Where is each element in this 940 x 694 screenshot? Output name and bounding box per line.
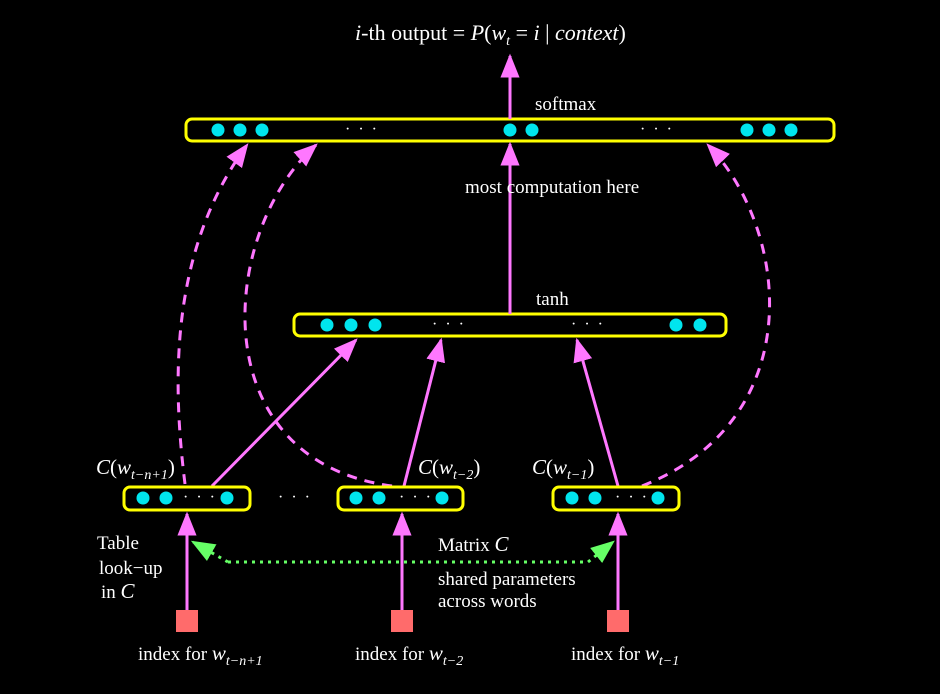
- shared-link-right-arrow: [587, 540, 615, 564]
- title-bar: |: [540, 20, 555, 45]
- neuron: [159, 491, 173, 505]
- neuron: [233, 123, 247, 137]
- neuron: [565, 491, 579, 505]
- title-i2: i: [533, 20, 539, 45]
- shared-parameters-label: shared parameters: [438, 569, 576, 590]
- title-P: P: [470, 20, 484, 45]
- neuron: [762, 123, 776, 137]
- embedding-box-1: · · ·: [122, 485, 252, 512]
- neuron: [255, 123, 269, 137]
- neuron: [669, 318, 683, 332]
- neuron: [525, 123, 539, 137]
- in-C-label: in C: [101, 579, 136, 603]
- tanh-label: tanh: [536, 289, 569, 310]
- title-rest: -th output =: [361, 20, 471, 45]
- embedding-box-border: [122, 485, 252, 512]
- neuron: [220, 491, 234, 505]
- title-i: i: [355, 20, 361, 45]
- index-label-2: index for wt−2: [355, 641, 463, 669]
- neuron: [136, 491, 150, 505]
- neuron: [784, 123, 798, 137]
- emb2-to-tanh-arrow: [402, 337, 445, 487]
- table-label: Table: [97, 533, 139, 554]
- softmax-layer: · · · · · ·: [184, 117, 836, 143]
- neuron: [368, 318, 382, 332]
- embedding-box-border: [336, 485, 465, 512]
- lookup-label: look−up: [99, 558, 163, 579]
- title-t: t: [506, 34, 511, 49]
- neuron: [651, 491, 665, 505]
- most-computation-label: most computation here: [465, 177, 639, 198]
- embedding-box-border: [551, 485, 681, 512]
- neuron: [344, 318, 358, 332]
- emb1-skip-connection: [176, 143, 249, 485]
- index-square-1: [176, 610, 198, 632]
- embedding-ellipsis: · · ·: [183, 489, 217, 506]
- embedding-box-3: · · ·: [551, 485, 681, 512]
- embedding-ellipsis: · · ·: [615, 489, 649, 506]
- shared-link-left-arrow: [190, 540, 229, 564]
- index-square-3: [607, 610, 629, 632]
- embedding-label-2: C(wt−2): [418, 455, 480, 483]
- between-embeddings-ellipsis: · · ·: [278, 489, 312, 506]
- neuron: [693, 318, 707, 332]
- neuron: [503, 123, 517, 137]
- matrix-label: Matrix C: [438, 532, 509, 556]
- tanh-layer: · · · · · ·: [292, 312, 728, 338]
- neuron: [435, 491, 449, 505]
- softmax-ellipsis-2: · · ·: [640, 121, 674, 138]
- emb1-to-tanh-arrow: [210, 338, 358, 488]
- title-paren-close: ): [619, 20, 626, 45]
- embedding-box-2: · · ·: [336, 485, 465, 512]
- emb2-skip-connection: [243, 143, 393, 488]
- index-label-3: index for wt−1: [571, 641, 679, 669]
- title-context: context: [555, 20, 619, 45]
- neuron: [211, 123, 225, 137]
- tanh-ellipsis-1: · · ·: [432, 316, 466, 333]
- embedding-ellipsis: · · ·: [399, 489, 433, 506]
- neuron: [372, 491, 386, 505]
- neuron: [320, 318, 334, 332]
- title-paren-open: (: [484, 20, 491, 45]
- neuron: [588, 491, 602, 505]
- embedding-label-1: C(wt−n+1): [96, 455, 175, 483]
- index-square-2: [391, 610, 413, 632]
- softmax-label: softmax: [535, 94, 597, 115]
- across-words-label: across words: [438, 591, 537, 612]
- output-title: i-th output = P(wt = i | context): [355, 20, 626, 49]
- softmax-ellipsis-1: · · ·: [345, 121, 379, 138]
- emb3-skip-connection: [641, 143, 771, 488]
- title-w: w: [491, 20, 506, 45]
- tanh-box: [292, 312, 728, 338]
- neuron: [349, 491, 363, 505]
- neuron: [740, 123, 754, 137]
- embedding-label-3: C(wt−1): [532, 455, 594, 483]
- tanh-ellipsis-2: · · ·: [571, 316, 605, 333]
- title-eq: =: [510, 20, 533, 45]
- index-label-1: index for wt−n+1: [138, 641, 263, 669]
- emb3-to-tanh-arrow: [573, 337, 620, 487]
